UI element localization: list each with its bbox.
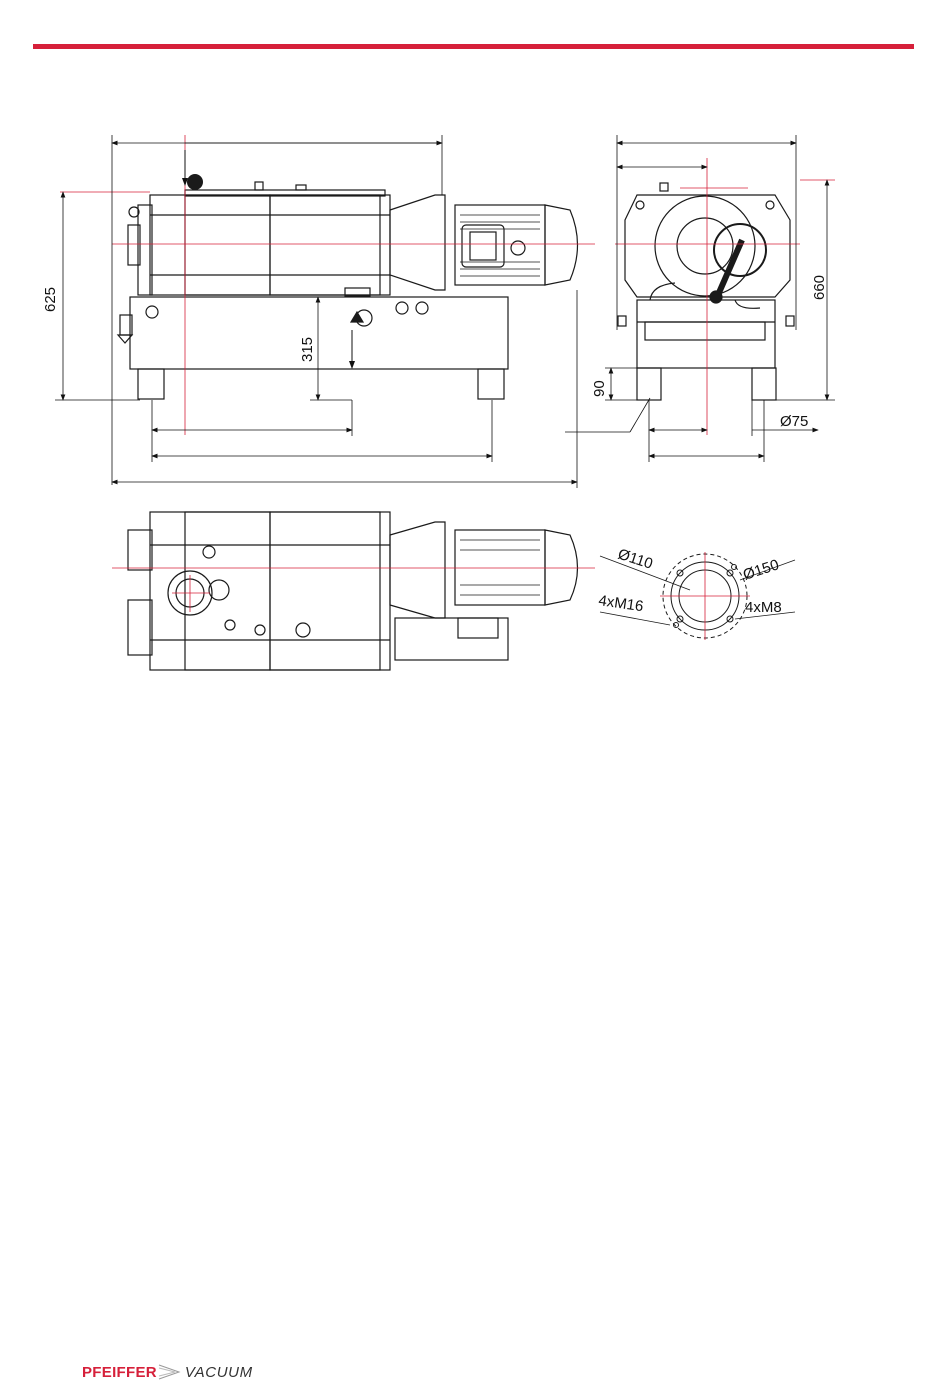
brand-swoosh-icon bbox=[157, 1363, 181, 1381]
brand-primary: PFEIFFER bbox=[82, 1364, 157, 1381]
shaft-height-label: 315 bbox=[299, 337, 316, 362]
side-view bbox=[118, 182, 578, 399]
front-height-label: 660 bbox=[811, 275, 828, 300]
flange-outer-diameter-label: Ø150 bbox=[741, 556, 781, 584]
brand-secondary: VACUUM bbox=[185, 1364, 253, 1381]
flange-thread-large-label: 4xM16 bbox=[597, 592, 644, 615]
brand-logo: PFEIFFER VACUUM bbox=[82, 1360, 253, 1384]
flange-centerlines bbox=[660, 552, 750, 640]
inlet-marker-icon bbox=[187, 174, 203, 190]
side-view-dimension-lines bbox=[55, 135, 577, 488]
foot-height-label: 90 bbox=[591, 380, 608, 397]
front-view bbox=[618, 183, 794, 400]
foot-diameter-label: Ø75 bbox=[780, 413, 808, 430]
top-view bbox=[128, 512, 578, 670]
total-height-label: 625 bbox=[42, 287, 59, 312]
flange-inner-diameter-label: Ø110 bbox=[616, 546, 655, 573]
flange-thread-small-label: 4xM8 bbox=[745, 599, 782, 616]
